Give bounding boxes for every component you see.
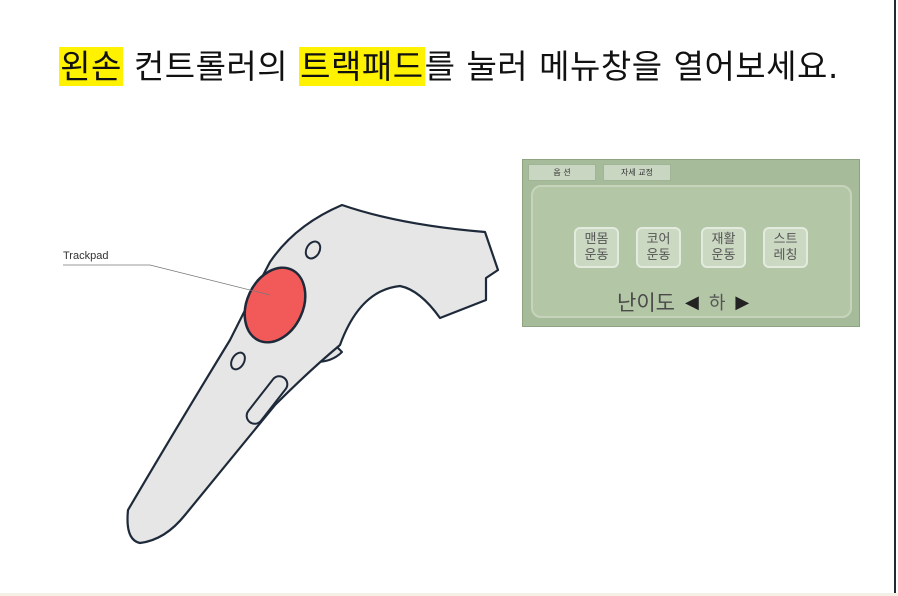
grip-button[interactable]: [243, 373, 290, 427]
exercise-button-stretching[interactable]: 스트 레칭: [763, 227, 808, 268]
tab-posture-correction[interactable]: 자세 교정: [603, 164, 671, 181]
menu-inner-panel: 맨몸 운동 코어 운동 재활 운동 스트 레칭 난이도 ◀ 하 ▶: [531, 185, 852, 318]
exercise-label-line2: 운동: [711, 247, 736, 263]
trackpad-leader-line: [63, 264, 271, 296]
instruction-middle: 컨트롤러의: [122, 47, 300, 86]
instruction-suffix: 를 눌러 메뉴창을 열어보세요.: [424, 47, 839, 86]
instruction-text: 왼손 컨트롤러의 트랙패드를 눌러 메뉴창을 열어보세요.: [0, 40, 898, 88]
system-button[interactable]: [228, 350, 247, 372]
triangle-left-icon[interactable]: ◀: [684, 291, 699, 313]
exercise-label-line2: 레칭: [773, 247, 798, 263]
trackpad[interactable]: [233, 258, 317, 352]
frame-right-border: [894, 0, 896, 596]
exercise-label-line1: 코어: [646, 231, 671, 247]
triangle-right-icon[interactable]: ▶: [735, 291, 750, 313]
exercise-label-line2: 운동: [646, 247, 671, 263]
trackpad-label: Trackpad: [63, 250, 109, 262]
difficulty-label: 난이도: [617, 291, 675, 315]
highlight-left-hand: 왼손: [59, 47, 123, 86]
frame-bottom-strip: [0, 593, 898, 596]
controller-body: [126, 203, 500, 545]
exercise-label-line1: 맨몸: [584, 231, 609, 247]
vr-menu-panel: 옵 션 자세 교정 맨몸 운동 코어 운동 재활 운동 스트 레칭 난이도 ◀ …: [522, 159, 860, 327]
exercise-label-line2: 운동: [584, 247, 609, 263]
exercise-label-line1: 스트: [773, 231, 798, 247]
tab-options[interactable]: 옵 션: [528, 164, 596, 181]
highlight-trackpad: 트랙패드: [299, 47, 425, 86]
exercise-label-line1: 재활: [711, 231, 736, 247]
menu-button[interactable]: [303, 239, 323, 261]
difficulty-value: 하: [708, 293, 726, 314]
exercise-button-core[interactable]: 코어 운동: [636, 227, 681, 268]
difficulty-row: 난이도 ◀ 하 ▶: [617, 287, 749, 317]
exercise-button-rehab[interactable]: 재활 운동: [701, 227, 746, 268]
exercise-button-bodyweight[interactable]: 맨몸 운동: [574, 227, 619, 268]
